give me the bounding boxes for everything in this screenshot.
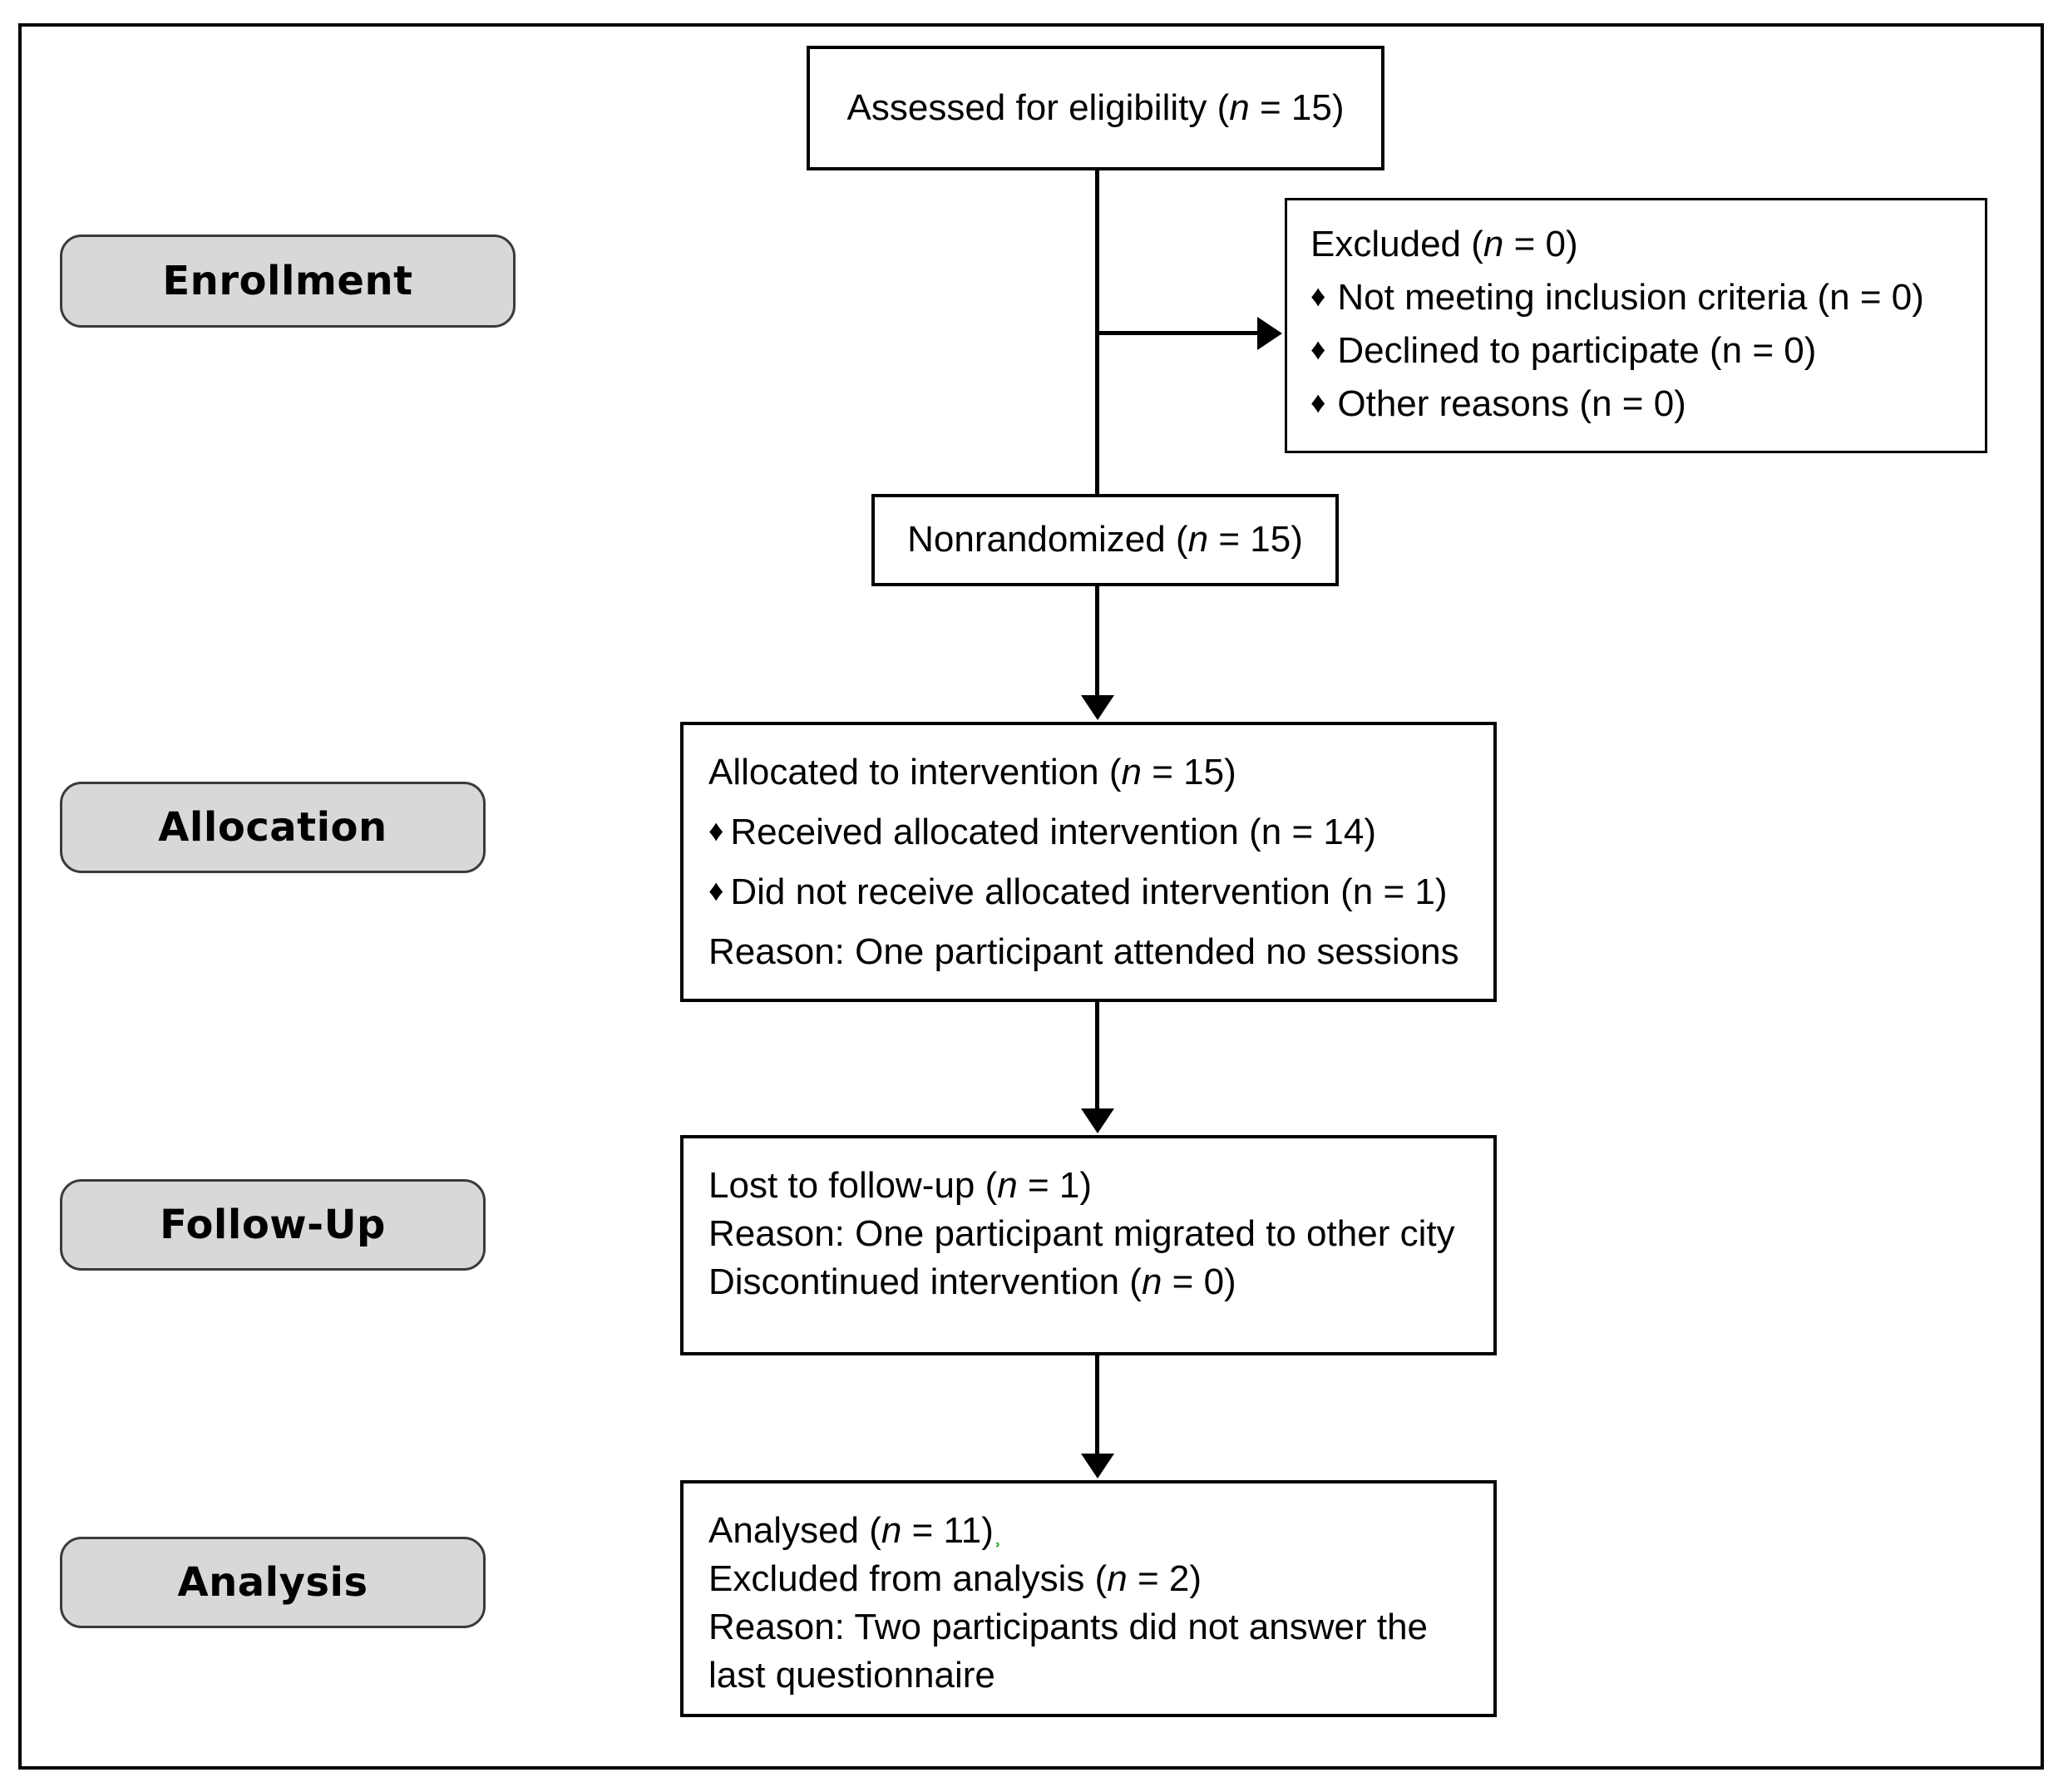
excluded-item-1-prefix: Declined to participate ( <box>1337 330 1722 372</box>
stage-label-enrollment-text: Enrollment <box>162 258 413 304</box>
nonrandomized-prefix: Nonrandomized ( <box>907 519 1188 560</box>
connector-followup-to-analysis <box>1095 1355 1099 1455</box>
analysis-line-1-n-italic: n <box>881 1510 902 1551</box>
stage-label-analysis-text: Analysis <box>177 1559 368 1606</box>
analysis-line-3: Reason: Two participants did not answer … <box>708 1607 1429 1648</box>
connector-assessed-to-excluded <box>1095 331 1261 335</box>
excluded-item-0-text: Not meeting inclusion criteria (n = 0) <box>1337 274 1924 322</box>
excluded-heading-prefix: Excluded ( <box>1310 224 1483 264</box>
analysis-line-1-suffix: = 11) <box>901 1510 994 1551</box>
allocation-item-1-text: Did not receive allocated intervention (… <box>730 868 1447 916</box>
connector-allocation-to-followup <box>1095 1002 1099 1110</box>
allocation-heading-prefix: Allocated to intervention ( <box>708 752 1122 792</box>
excluded-item-2: ♦ Other reasons (n = 0) <box>1310 380 1962 428</box>
allocation-item-1-suffix: = 1) <box>1373 871 1448 913</box>
excluded-item-2-text: Other reasons (n = 0) <box>1337 380 1685 428</box>
excluded-item-0-suffix: = 0) <box>1849 277 1924 318</box>
followup-line-1-suffix: = 1) <box>1017 1165 1093 1206</box>
allocation-item-0-text: Received allocated intervention (n = 14) <box>730 808 1376 857</box>
diamond-bullet-icon: ♦ <box>1310 385 1326 420</box>
excluded-item-1: ♦ Declined to participate (n = 0) <box>1310 327 1962 375</box>
assessed-text: Assessed for eligibility (n = 15) <box>847 84 1345 132</box>
stage-label-allocation-text: Allocation <box>158 804 387 851</box>
allocation-item-0-suffix: = 14) <box>1281 812 1376 853</box>
analysis-line-4: last questionnaire <box>708 1655 995 1696</box>
followup-line-3-n-italic: n <box>1141 1261 1162 1303</box>
arrowhead-to-analysis-icon <box>1081 1454 1114 1479</box>
followup-line-3-prefix: Discontinued intervention ( <box>708 1261 1142 1303</box>
allocation-item-1-n-italic: n <box>1352 871 1374 913</box>
diamond-bullet-icon: ♦ <box>1310 279 1326 313</box>
box-assessed-for-eligibility: Assessed for eligibility (n = 15) <box>807 46 1384 170</box>
assessed-n-italic: n <box>1229 86 1250 128</box>
followup-line-1-n-italic: n <box>997 1165 1018 1206</box>
followup-line-2: Reason: One participant migrated to othe… <box>708 1213 1455 1255</box>
nonrandomized-suffix: = 15) <box>1208 519 1303 560</box>
followup-line-1-prefix: Lost to follow-up ( <box>708 1165 998 1206</box>
box-lost-to-follow-up: Lost to follow-up (n = 1) Reason: One pa… <box>680 1135 1497 1355</box>
analysis-line-1: Analysed (n = 11)˒ <box>708 1507 1002 1555</box>
excluded-item-2-prefix: Other reasons ( <box>1337 383 1592 425</box>
analysis-line-2-prefix: Excluded from analysis ( <box>708 1558 1108 1600</box>
allocation-heading-n-italic: n <box>1121 752 1142 792</box>
analysis-line-1-prefix: Analysed ( <box>708 1510 881 1551</box>
analysis-line-2-n-italic: n <box>1107 1558 1128 1600</box>
allocation-item-0-prefix: Received allocated intervention ( <box>730 812 1261 853</box>
excluded-item-2-n-italic: n <box>1592 383 1612 425</box>
allocation-item-0: ♦ Received allocated intervention (n = 1… <box>708 808 1468 857</box>
excluded-heading: Excluded (n = 0) <box>1310 220 1962 269</box>
excluded-heading-suffix: = 0) <box>1503 224 1578 264</box>
spellcheck-marker-icon: ˒ <box>993 1527 1002 1555</box>
allocation-item-1: ♦ Did not receive allocated intervention… <box>708 868 1468 916</box>
assessed-text-prefix: Assessed for eligibility ( <box>846 86 1230 128</box>
nonrandomized-n-italic: n <box>1187 519 1209 560</box>
allocation-heading: Allocated to intervention (n = 15) <box>708 748 1468 797</box>
box-excluded: Excluded (n = 0) ♦ Not meeting inclusion… <box>1285 198 1987 453</box>
followup-line-3: Discontinued intervention (n = 0) <box>708 1258 1468 1306</box>
followup-line-3-suffix: = 0) <box>1162 1261 1236 1303</box>
excluded-item-0-n-italic: n <box>1829 277 1850 318</box>
stage-label-followup: Follow-Up <box>60 1179 486 1271</box>
excluded-item-1-n-italic: n <box>1721 330 1743 372</box>
diamond-bullet-icon: ♦ <box>708 813 724 848</box>
box-analysed: Analysed (n = 11)˒ Excluded from analysi… <box>680 1480 1497 1717</box>
diamond-bullet-icon: ♦ <box>1310 332 1326 367</box>
box-allocated-to-intervention: Allocated to intervention (n = 15) ♦ Rec… <box>680 722 1497 1002</box>
allocation-item-1-prefix: Did not receive allocated intervention ( <box>730 871 1353 913</box>
figure-border <box>18 23 2044 1770</box>
excluded-item-0: ♦ Not meeting inclusion criteria (n = 0) <box>1310 274 1962 322</box>
allocation-item-0-n-italic: n <box>1261 812 1282 853</box>
analysis-line-2: Excluded from analysis (n = 2) <box>708 1555 1468 1603</box>
stage-label-followup-text: Follow-Up <box>160 1202 386 1248</box>
excluded-item-1-text: Declined to participate (n = 0) <box>1337 327 1816 375</box>
excluded-heading-n-italic: n <box>1483 224 1504 264</box>
stage-label-analysis: Analysis <box>60 1537 486 1628</box>
arrowhead-to-followup-icon <box>1081 1108 1114 1133</box>
excluded-item-1-suffix: = 0) <box>1742 330 1817 372</box>
allocation-reason: Reason: One participant attended no sess… <box>708 931 1459 973</box>
followup-line-1: Lost to follow-up (n = 1) <box>708 1162 1468 1210</box>
stage-label-enrollment: Enrollment <box>60 234 516 328</box>
connector-nonrandomized-to-allocation <box>1095 586 1099 697</box>
stage-label-allocation: Allocation <box>60 782 486 873</box>
nonrandomized-text: Nonrandomized (n = 15) <box>907 516 1303 564</box>
analysis-line-2-suffix: = 2) <box>1127 1558 1202 1600</box>
arrowhead-to-allocation-icon <box>1081 695 1114 720</box>
box-nonrandomized: Nonrandomized (n = 15) <box>871 494 1339 586</box>
excluded-item-0-prefix: Not meeting inclusion criteria ( <box>1337 277 1830 318</box>
diamond-bullet-icon: ♦ <box>708 873 724 908</box>
arrowhead-to-excluded-icon <box>1257 317 1282 350</box>
allocation-heading-suffix: = 15) <box>1142 752 1236 792</box>
assessed-text-suffix: = 15) <box>1249 86 1345 128</box>
excluded-item-2-suffix: = 0) <box>1611 383 1686 425</box>
